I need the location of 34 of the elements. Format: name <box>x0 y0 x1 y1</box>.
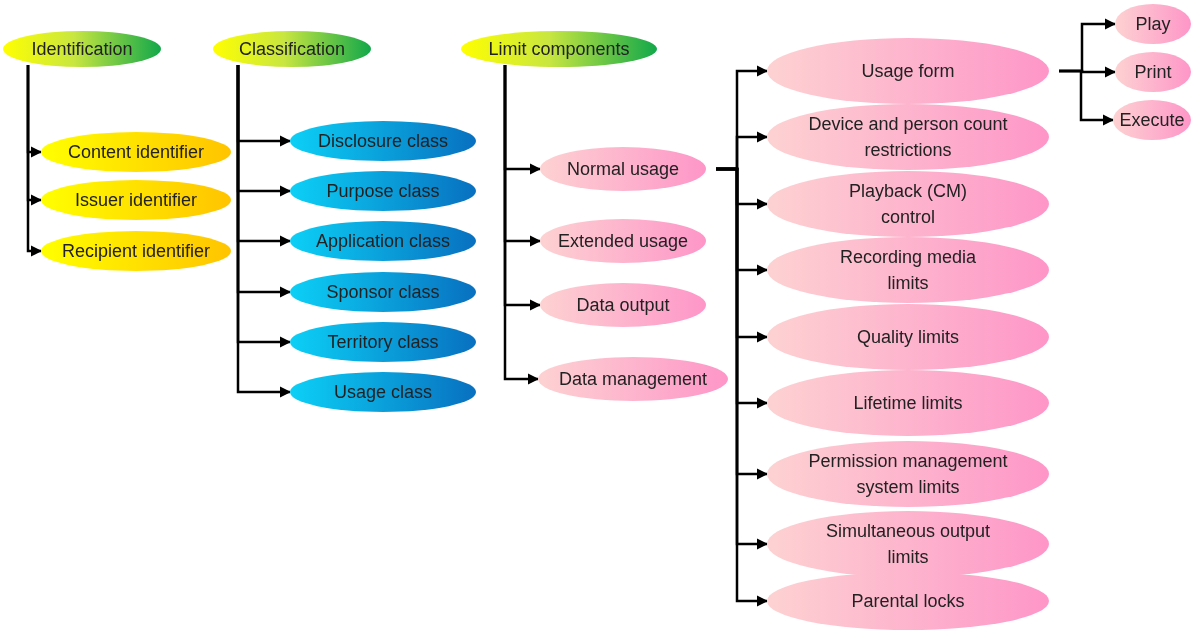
arrow <box>26 65 43 257</box>
node-label: Recording media limits <box>838 245 978 295</box>
node-label: Usage form <box>861 59 955 83</box>
node-label: Sponsor class <box>326 280 440 304</box>
node-label: Data output <box>576 293 670 317</box>
arrow <box>503 65 540 385</box>
node-label: Purpose class <box>326 179 440 203</box>
node-label: Simultaneous output limits <box>824 519 992 569</box>
node-label: Execute <box>1119 108 1185 132</box>
node-label: Recipient identifier <box>61 239 211 263</box>
node-label: Content identifier <box>67 140 205 164</box>
node-label: Application class <box>315 229 451 253</box>
node-label: Usage class <box>333 380 432 404</box>
node-label: Data management <box>558 367 708 391</box>
node-label: Playback (CM) control <box>848 179 968 229</box>
node-label: Territory class <box>327 330 439 354</box>
node-label: Permission management system limits <box>807 449 1009 499</box>
node-label: Disclosure class <box>317 129 448 153</box>
node-label: Lifetime limits <box>853 391 963 415</box>
node-label: Device and person count restrictions <box>808 112 1008 162</box>
ellipse-node <box>1115 52 1191 92</box>
node-label: Quality limits <box>857 325 959 349</box>
node-label: Print <box>1134 60 1172 84</box>
node-label: Issuer identifier <box>74 188 198 212</box>
node-label: Play <box>1135 12 1171 36</box>
node-label: Limit components <box>488 37 630 61</box>
node-label: Identification <box>31 37 133 61</box>
node-label: Parental locks <box>851 589 965 613</box>
node-label: Normal usage <box>566 157 680 181</box>
ellipse-node <box>1115 4 1191 44</box>
ellipse-node <box>1113 100 1191 140</box>
node-label: Extended usage <box>557 229 689 253</box>
arrow <box>1059 69 1115 126</box>
arrow <box>236 65 292 398</box>
